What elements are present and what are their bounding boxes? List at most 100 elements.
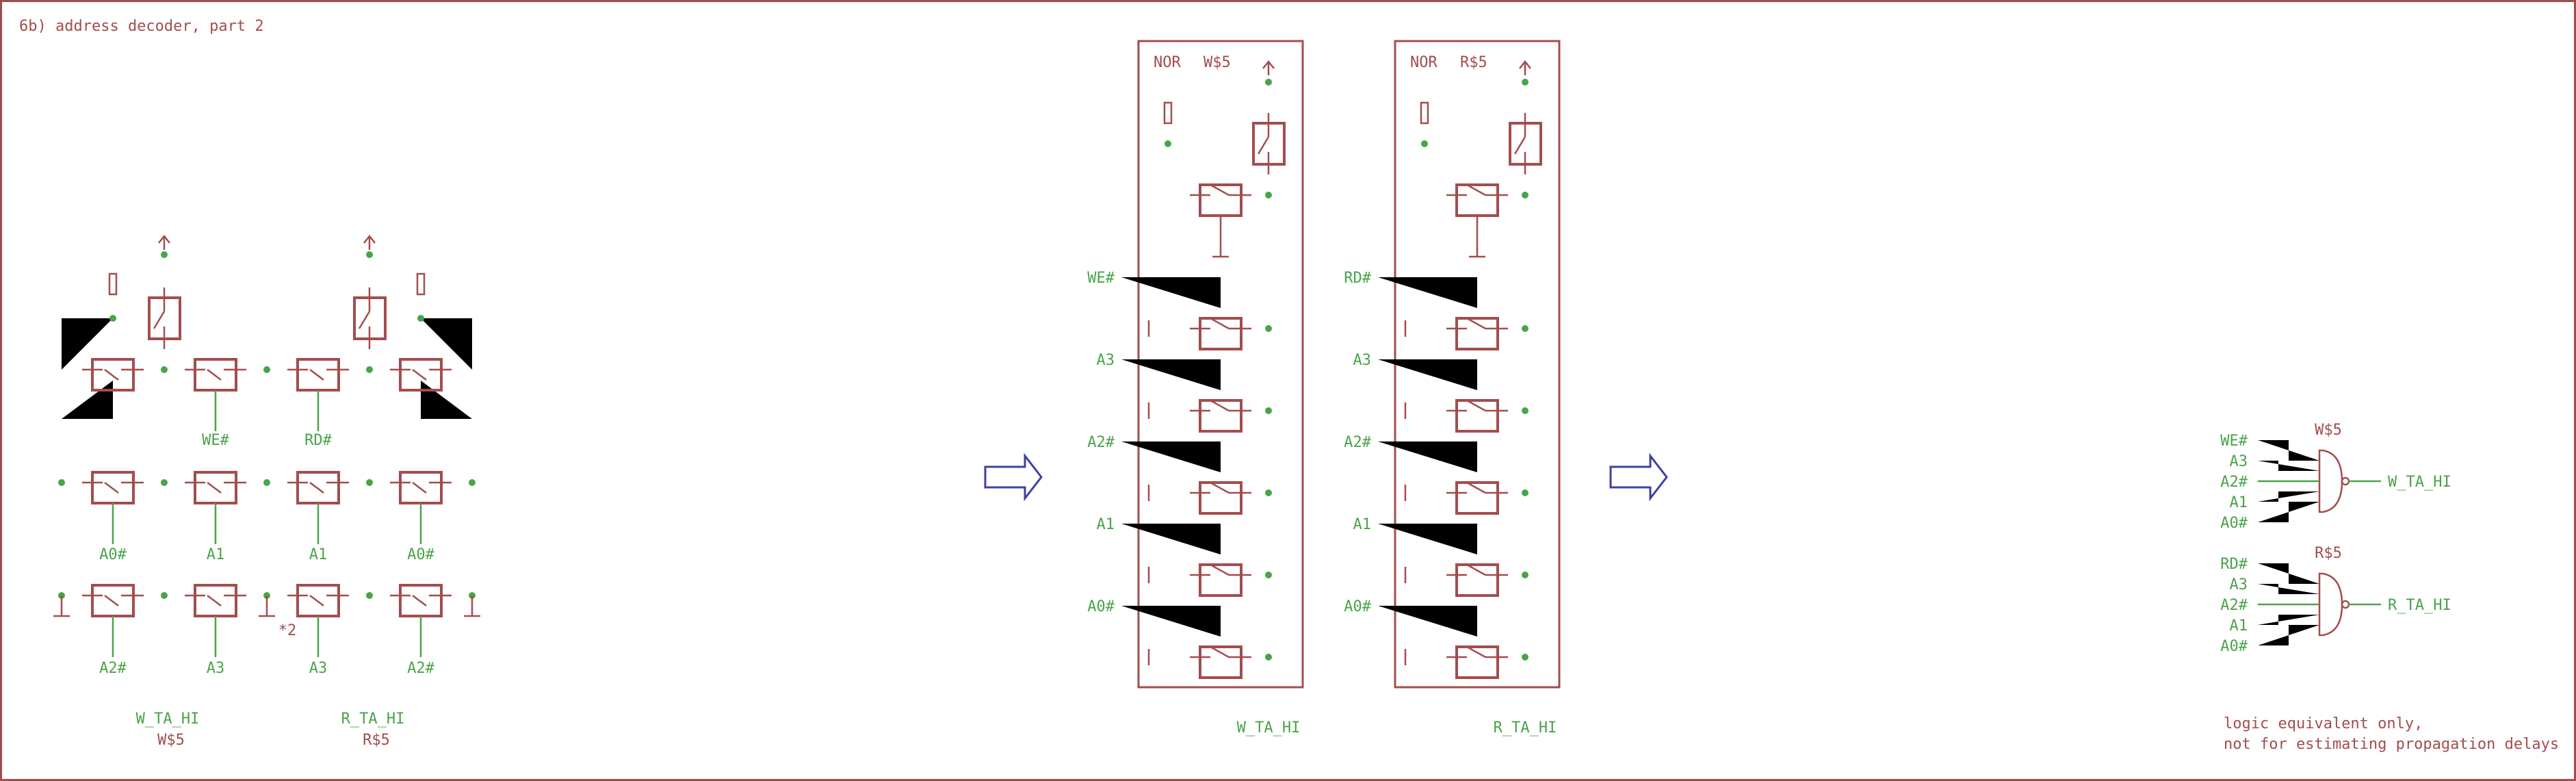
- output-net-label: W_TA_HI: [1237, 719, 1301, 737]
- junction-dot: [263, 366, 270, 373]
- wire: [1121, 524, 1221, 554]
- contact-blade: [1466, 317, 1486, 330]
- wire: [2258, 584, 2319, 594]
- resistor-body: [1420, 101, 1429, 125]
- relay-switch-icon: [1446, 563, 1508, 597]
- wire: [1121, 606, 1221, 637]
- output-net-label: R_TA_HI: [341, 710, 405, 728]
- contact-blade: [1466, 399, 1486, 412]
- contact-blade: [358, 311, 371, 329]
- relay-body: [1199, 481, 1243, 515]
- relay-switch-icon: [185, 358, 246, 392]
- relay-switch-icon: [185, 584, 246, 617]
- wire: [2258, 502, 2319, 522]
- output-net-label: W_TA_HI: [2388, 474, 2451, 491]
- input-label: A2#: [2220, 474, 2248, 491]
- junction-dot: [1265, 79, 1272, 86]
- junction-dot: [469, 479, 476, 486]
- output-net-label: W_TA_HI: [136, 710, 200, 728]
- wire: [1378, 277, 1477, 308]
- relay-switch-icon: [287, 358, 349, 392]
- junction-dot: [161, 366, 168, 373]
- relay-body: [1199, 645, 1243, 679]
- wire: [1121, 359, 1221, 390]
- input-label: A1: [1353, 516, 1372, 533]
- relay-body: [91, 358, 135, 392]
- part-label: R$5: [1460, 54, 1487, 71]
- input-label: A2#: [1087, 434, 1115, 451]
- contact-blade: [1210, 183, 1230, 196]
- contact-blade: [412, 482, 427, 494]
- right-arrow-icon: [984, 452, 1043, 502]
- wire: [1378, 606, 1477, 637]
- contact-blade: [207, 595, 222, 606]
- relay-switch-icon: [1190, 481, 1251, 515]
- gate-body: [2318, 449, 2343, 513]
- wire: [1378, 524, 1477, 554]
- vcc-icon: [1262, 60, 1275, 75]
- wire: [62, 381, 113, 419]
- contact-blade: [309, 482, 324, 494]
- signal-label: A0#: [407, 546, 434, 563]
- part-label: W$5: [2315, 422, 2342, 439]
- relay-switch-icon: [1252, 113, 1286, 175]
- contact-blade: [153, 311, 166, 329]
- junction-dot: [1265, 489, 1272, 496]
- signal-label: WE#: [202, 432, 229, 449]
- junction-dot: [1522, 489, 1528, 496]
- junction-dot: [1165, 140, 1171, 147]
- left-relay-grid: WE#RD#A0#A2#A1A3A1A3A0#A2#*2W_TA_HIW$5R_…: [53, 234, 480, 749]
- part-label: W$5: [157, 732, 185, 749]
- gate-body: [2318, 572, 2343, 637]
- input-label: A0#: [2220, 638, 2248, 655]
- signal-label: A0#: [99, 546, 127, 563]
- wire: [2258, 491, 2319, 502]
- wire: [62, 318, 113, 370]
- relay-body: [1199, 399, 1243, 433]
- contact-blade: [1210, 399, 1230, 412]
- relay-switch-icon: [1446, 317, 1508, 350]
- relay-body: [1455, 645, 1499, 679]
- signal-label: A3: [207, 660, 225, 677]
- relay-body: [1199, 183, 1243, 217]
- junction-dot: [161, 479, 168, 486]
- multiplier-note: *2: [278, 622, 297, 639]
- relay-body: [1455, 563, 1499, 597]
- vcc-icon: [1519, 60, 1531, 75]
- input-label: RD#: [2220, 556, 2248, 573]
- signal-label: A2#: [407, 660, 434, 677]
- input-label: A1: [2230, 494, 2248, 511]
- input-label: A3: [2230, 576, 2248, 593]
- contact-blade: [1513, 136, 1526, 155]
- junction-dot: [1265, 654, 1272, 661]
- part-label: R$5: [363, 732, 390, 749]
- signal-label: A3: [309, 660, 328, 677]
- wire: [2258, 563, 2319, 584]
- junction-dot: [366, 592, 373, 599]
- junction-dot: [1522, 407, 1528, 414]
- relay-switch-icon: [1446, 481, 1508, 515]
- contact-blade: [1466, 481, 1486, 494]
- relay-switch-icon: [82, 471, 144, 504]
- wire: [1121, 441, 1221, 472]
- relay-switch-icon: [1190, 645, 1251, 679]
- output-net-label: R_TA_HI: [1494, 719, 1557, 737]
- contact-blade: [309, 369, 324, 381]
- part-label: R$5: [2315, 545, 2342, 562]
- resistor-body: [1163, 101, 1173, 125]
- input-label: A2#: [2220, 597, 2248, 614]
- wire: [2258, 625, 2319, 645]
- resistor-body: [108, 272, 118, 296]
- relay-body: [1199, 317, 1243, 350]
- logic-gates: W$5W_TA_HIWE#A3A2#A1A0#R$5R_TA_HIRD#A3A2…: [2220, 422, 2451, 655]
- contact-blade: [412, 595, 427, 606]
- input-label: A3: [1097, 352, 1115, 369]
- signal-label: RD#: [304, 432, 332, 449]
- relay-body: [1455, 399, 1499, 433]
- relay-switch-icon: [390, 358, 452, 392]
